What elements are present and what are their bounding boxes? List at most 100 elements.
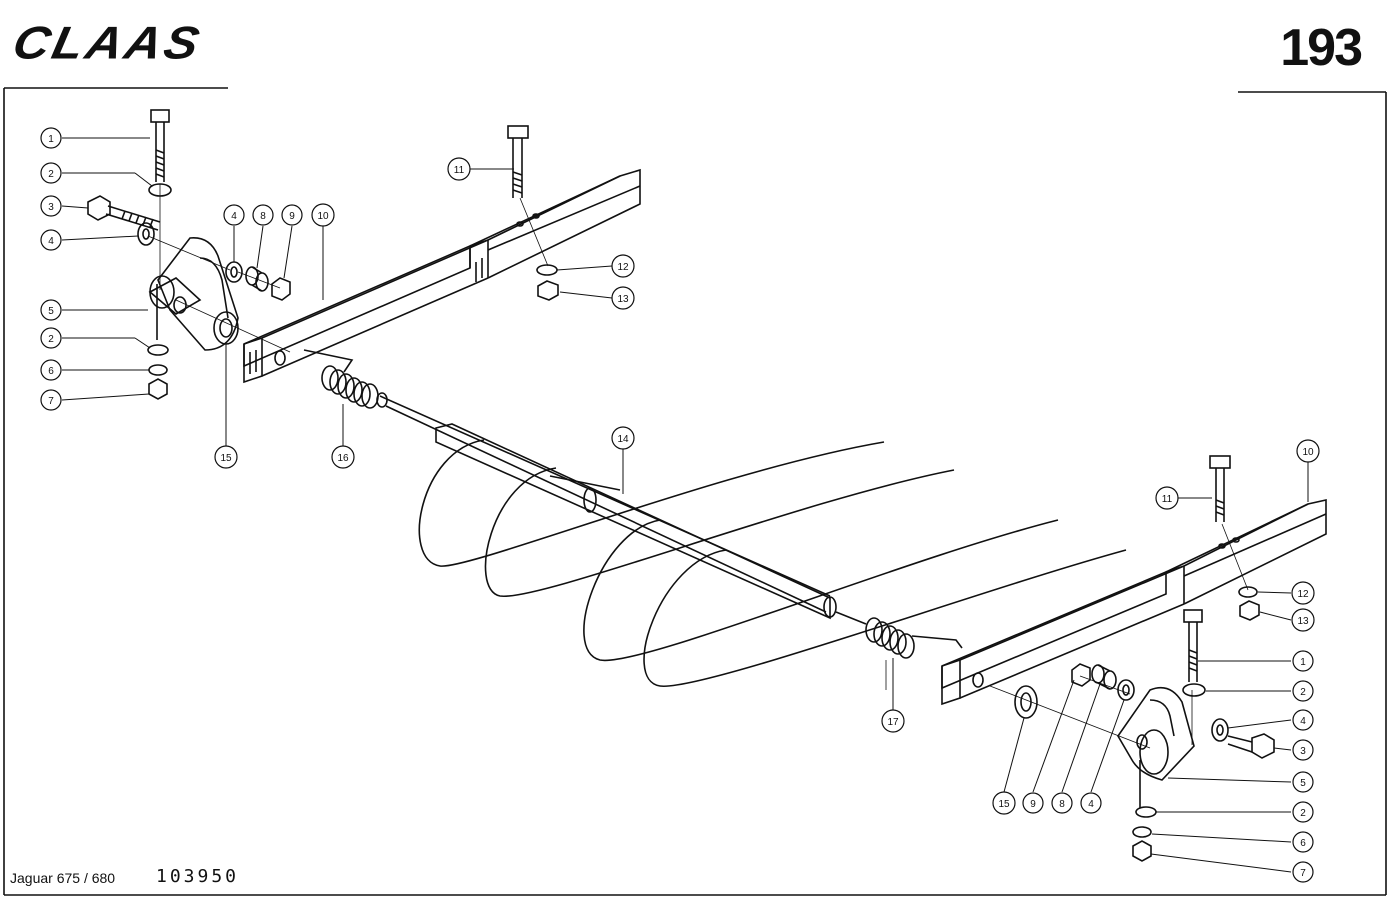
callout-label-11-left: 11 — [454, 165, 465, 176]
washer-2-top-right — [1182, 683, 1206, 697]
nut-7-left — [148, 378, 168, 400]
drawing-number: 103950 — [156, 866, 240, 887]
callout-label-2b-right: 2 — [1300, 808, 1306, 819]
callout-label-14: 14 — [617, 434, 629, 445]
callout-11-right — [1155, 486, 1179, 510]
callout-12-left — [611, 254, 635, 278]
callout-10-right — [1296, 439, 1320, 463]
washer-2-bottom-right — [1135, 806, 1157, 818]
bracket-5-right — [1117, 686, 1195, 808]
callout-1-right — [1292, 650, 1314, 672]
callout-4b-right — [1080, 792, 1102, 814]
spring-17 — [835, 611, 963, 659]
callout-label-1-left: 1 — [48, 134, 54, 145]
callout-13-left — [611, 286, 635, 310]
callout-3-left — [40, 195, 62, 217]
washer-15-left — [213, 311, 239, 345]
washer-4-right — [1211, 718, 1229, 742]
nut-9-left — [271, 277, 291, 301]
callout-label-8-right: 8 — [1059, 799, 1065, 810]
assembly-guides — [147, 184, 1249, 749]
callout-label-11-right: 11 — [1162, 494, 1173, 505]
bolt-1-left — [150, 109, 170, 182]
washer-4b-right — [1117, 679, 1135, 701]
callout-label-13-right: 13 — [1297, 616, 1309, 627]
callout-label-16-left: 16 — [337, 453, 349, 464]
tube-10-left — [243, 168, 641, 384]
callout-8-right — [1051, 792, 1073, 814]
callout-label-9-right: 9 — [1030, 799, 1036, 810]
callout-label-4b-right: 4 — [1088, 799, 1094, 810]
washer-4-left — [137, 222, 155, 246]
callout-4-left — [40, 229, 62, 251]
lockwasher-6-right — [1132, 826, 1152, 838]
callout-label-12-right: 12 — [1297, 589, 1309, 600]
lockwasher-12-left — [536, 264, 558, 276]
callout-2b-left — [40, 327, 62, 349]
callout-label-8-left: 8 — [260, 211, 266, 222]
shaft-14 — [376, 392, 837, 620]
bolt-3-left — [87, 195, 161, 231]
callout-2-left — [40, 162, 62, 184]
callout-label-4b-left: 4 — [231, 211, 237, 222]
bolt-3-right — [1227, 733, 1275, 759]
callout-label-7-left: 7 — [48, 396, 54, 407]
callout-5-right — [1292, 771, 1314, 793]
callouts — [40, 127, 1320, 883]
callout-9-right — [1022, 792, 1044, 814]
bushing-8-right — [1091, 664, 1117, 690]
callout-16-left — [331, 445, 355, 469]
nut-13-right — [1239, 600, 1260, 621]
callout-7-left — [40, 389, 62, 411]
lockwasher-12-right — [1238, 586, 1258, 598]
callout-8-left — [252, 204, 274, 226]
callout-15-left — [214, 445, 238, 469]
callout-label-9-left: 9 — [289, 211, 295, 222]
callout-label-2b-left: 2 — [48, 334, 54, 345]
bolt-11-left — [507, 125, 529, 198]
nut-7-right — [1132, 840, 1152, 862]
callout-label-7-right: 7 — [1300, 868, 1306, 879]
callout-6-right — [1292, 831, 1314, 853]
callout-11-left — [447, 157, 471, 181]
callout-label-6-right: 6 — [1300, 838, 1306, 849]
callout-17 — [881, 709, 905, 733]
page-number: 193 — [1280, 19, 1363, 77]
callout-9-left — [281, 204, 303, 226]
callout-label-15-right: 15 — [998, 799, 1010, 810]
callout-2-right — [1292, 680, 1314, 702]
washer-2-bottom-left — [147, 344, 169, 356]
callout-5-left — [40, 299, 62, 321]
bushing-8-left — [245, 266, 269, 292]
callout-label-17: 17 — [887, 717, 899, 728]
callout-14 — [611, 426, 635, 450]
callout-label-2-right: 2 — [1300, 687, 1306, 698]
tube-10-right — [941, 499, 1327, 706]
callout-label-10-left: 10 — [317, 211, 329, 222]
callout-4b-left — [223, 204, 245, 226]
nut-13-left — [537, 280, 559, 301]
callout-label-15-left: 15 — [220, 453, 232, 464]
callout-label-12-left: 12 — [617, 262, 629, 273]
callout-label-5-right: 5 — [1300, 778, 1306, 789]
callout-10-left — [311, 203, 335, 227]
leader-lines — [61, 137, 1309, 873]
callout-6-left — [40, 359, 62, 381]
callout-label-6-left: 6 — [48, 366, 54, 377]
callout-label-3-left: 3 — [48, 202, 54, 213]
callout-label-13-left: 13 — [617, 294, 629, 305]
callout-12-right — [1291, 581, 1315, 605]
callout-7-right — [1292, 861, 1314, 883]
callout-label-2-left: 2 — [48, 169, 54, 180]
callout-3-right — [1292, 739, 1314, 761]
spring-16 — [303, 349, 379, 409]
bolt-11-right — [1209, 455, 1231, 522]
callout-15-right — [992, 791, 1016, 815]
callout-label-4-left: 4 — [48, 236, 54, 247]
callout-4-right — [1292, 709, 1314, 731]
callout-1-left — [40, 127, 62, 149]
callout-label-1-right: 1 — [1300, 657, 1306, 668]
bolt-1-right — [1183, 609, 1203, 682]
